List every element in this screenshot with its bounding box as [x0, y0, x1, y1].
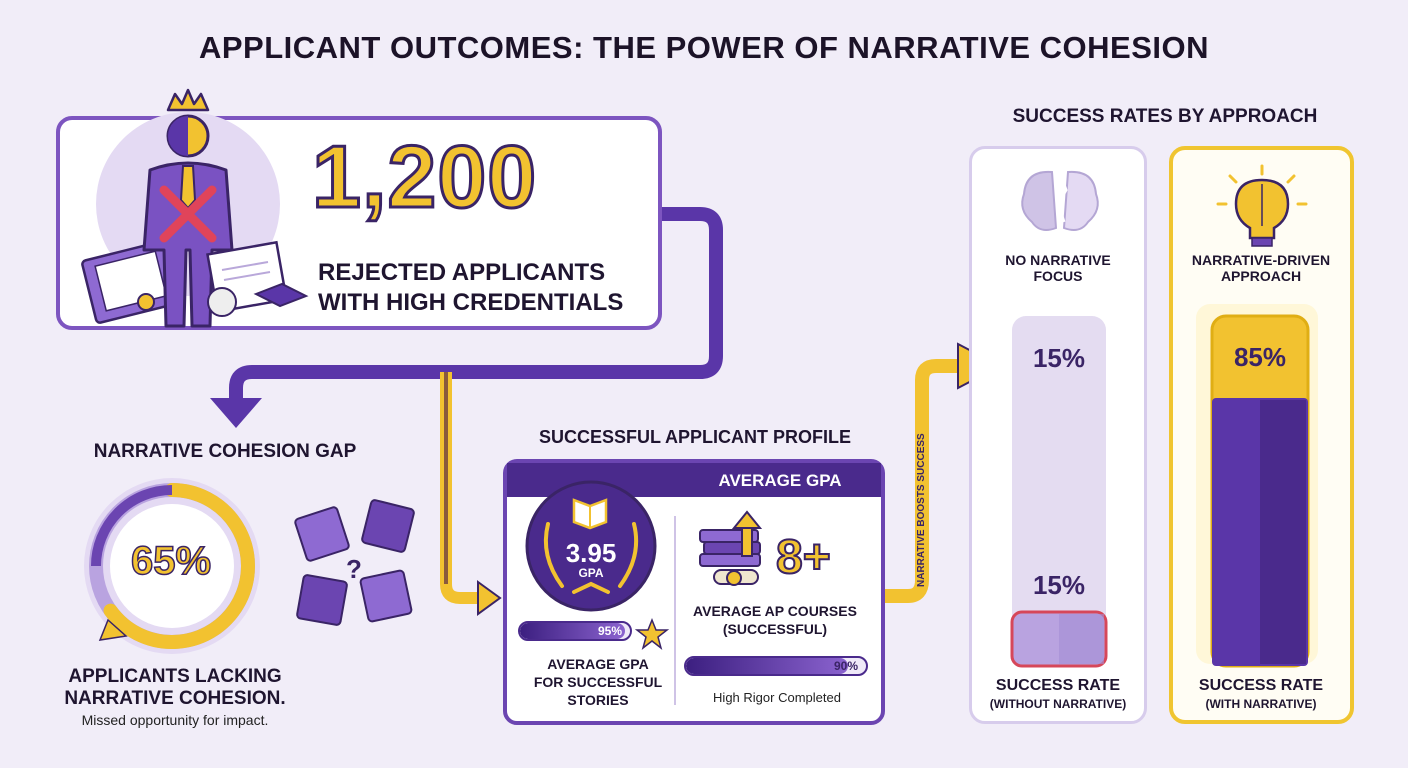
narrative-label: NARRATIVE-DRIVEN APPROACH: [1175, 252, 1347, 284]
page-title: APPLICANT OUTCOMES: THE POWER OF NARRATI…: [198, 30, 1210, 65]
rejected-label: REJECTED APPLICANTS WITH HIGH CREDENTIAL…: [318, 258, 658, 318]
gap-subtext: Missed opportunity for impact.: [81, 712, 269, 728]
profile-title: SUCCESSFUL APPLICANT PROFILE: [538, 427, 852, 447]
narrative-percent: 85%: [1233, 342, 1287, 372]
diploma-icon: [81, 240, 181, 324]
gap-label: APPLICANTS LACKING NARRATIVE COHESION.: [40, 666, 310, 710]
gpa-caption-line1: AVERAGE GPA: [547, 656, 649, 672]
no-narrative-percent-bottom: 15%: [1032, 570, 1086, 600]
rejected-person-icon: [142, 114, 234, 328]
gpa-value: 3.95: [565, 538, 617, 568]
rejected-label-line1: REJECTED APPLICANTS: [318, 259, 606, 286]
gap-percent: 65%: [130, 538, 212, 584]
gpa-caption: AVERAGE GPA FOR SUCCESSFUL STORIES: [518, 655, 678, 709]
rigor-caption: High Rigor Completed: [713, 690, 841, 705]
gpa-unit: GPA: [578, 566, 604, 580]
rejected-label-line2: WITH HIGH CREDENTIALS: [318, 289, 624, 316]
profile-header-label: AVERAGE GPA: [718, 471, 842, 490]
no-narrative-label: NO NARRATIVE FOCUS: [975, 252, 1141, 284]
ap-courses-value: 8+: [775, 530, 832, 585]
success-title: SUCCESS RATES BY APPROACH: [1012, 106, 1318, 127]
narrative-label-line2: APPROACH: [1220, 268, 1302, 284]
book-icon: [572, 498, 608, 530]
gpa-caption-line2: FOR SUCCESSFUL: [533, 674, 663, 690]
ap-caption-line2: (SUCCESSFUL): [722, 621, 828, 637]
narrative-label-line1: NARRATIVE-DRIVEN: [1191, 252, 1331, 268]
gpa-progress-fill: [520, 623, 625, 639]
gap-label-line1: APPLICANTS LACKING: [68, 666, 282, 687]
rigor-progress-label: 90%: [833, 659, 858, 673]
no-narrative-label-line1: NO NARRATIVE: [1005, 252, 1111, 268]
narrative-footer: SUCCESS RATE (WITH NARRATIVE): [1175, 677, 1347, 713]
up-arrow-icon: [731, 510, 763, 557]
graduation-cap-icon: [206, 240, 309, 317]
no-narrative-footer-line2: (WITHOUT NARRATIVE): [989, 697, 1127, 711]
gpa-caption-line3: STORIES: [567, 692, 629, 708]
rigor-progress-bar: 90%: [684, 656, 868, 676]
no-narrative-percent-top: 15%: [1032, 343, 1086, 373]
ap-courses-caption: AVERAGE AP COURSES (SUCCESSFUL): [680, 602, 870, 638]
gpa-progress-bar: 95%: [518, 621, 632, 641]
gap-label-line2: NARRATIVE COHESION.: [64, 688, 286, 709]
no-narrative-footer: SUCCESS RATE (WITHOUT NARRATIVE): [975, 677, 1141, 713]
arrow-to-gap: [229, 207, 723, 406]
svg-text:?: ?: [346, 554, 362, 584]
narrative-footer-line1: SUCCESS RATE: [1198, 677, 1324, 694]
rejected-count: 1,200: [310, 127, 538, 226]
gap-title: NARRATIVE COHESION GAP: [93, 441, 357, 462]
crown-icon: [166, 88, 210, 112]
ap-caption-line1: AVERAGE AP COURSES: [693, 603, 857, 619]
rigor-progress-fill: [686, 658, 848, 674]
gpa-progress-label: 95%: [597, 624, 622, 638]
arrow-head-profile: [477, 580, 502, 616]
laurel-icon: [543, 522, 639, 594]
narrative-footer-line2: (WITH NARRATIVE): [1205, 697, 1317, 711]
no-narrative-footer-line1: SUCCESS RATE: [995, 677, 1121, 694]
arrow-head-gap: [210, 398, 262, 428]
brain-lightbulb-icon: [1216, 164, 1308, 247]
no-narrative-label-line2: FOCUS: [1033, 268, 1083, 284]
star-icon: [634, 617, 670, 650]
brain-broken-icon: [1021, 170, 1099, 231]
